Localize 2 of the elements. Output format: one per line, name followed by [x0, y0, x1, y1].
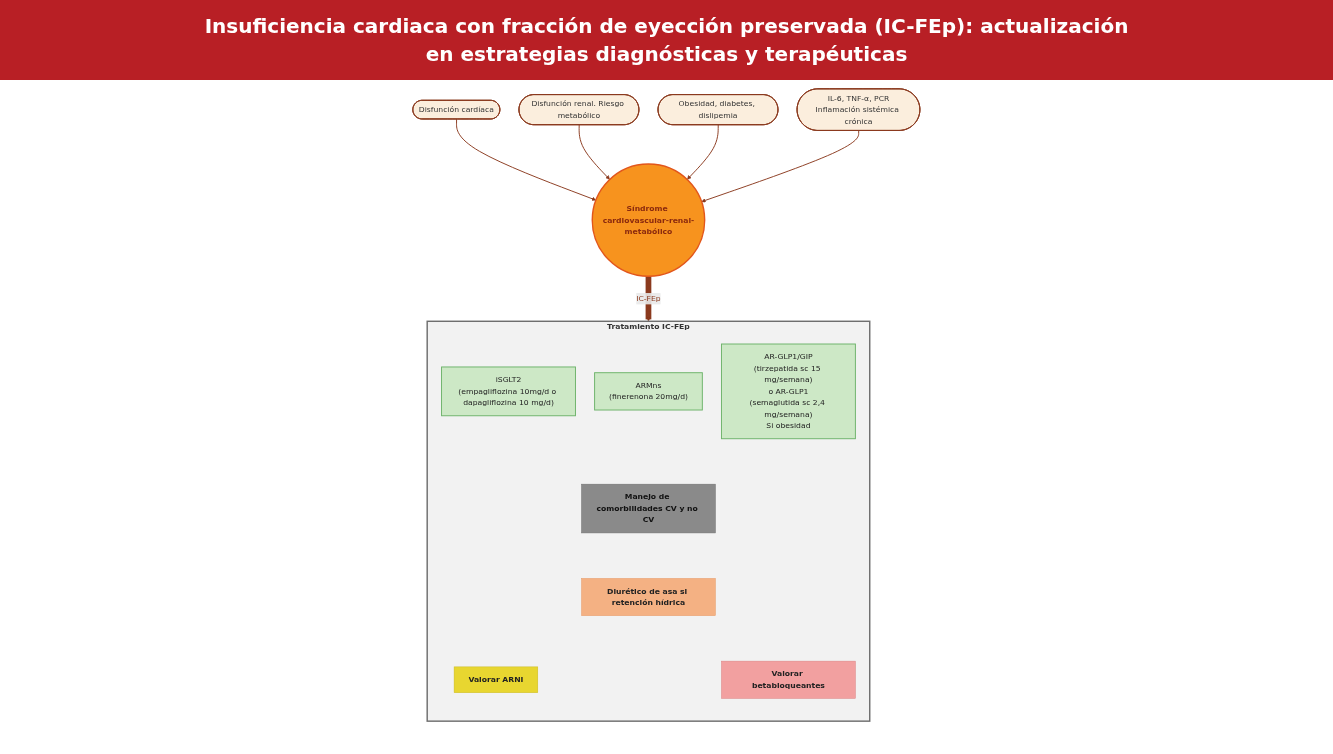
arrow [645, 276, 652, 322]
title-banner: Insuficiencia cardiaca con fracción de eyección preservada (IC-FEp): actualización en estrategias diagnósticas y terapéuticas [0, 0, 1333, 80]
